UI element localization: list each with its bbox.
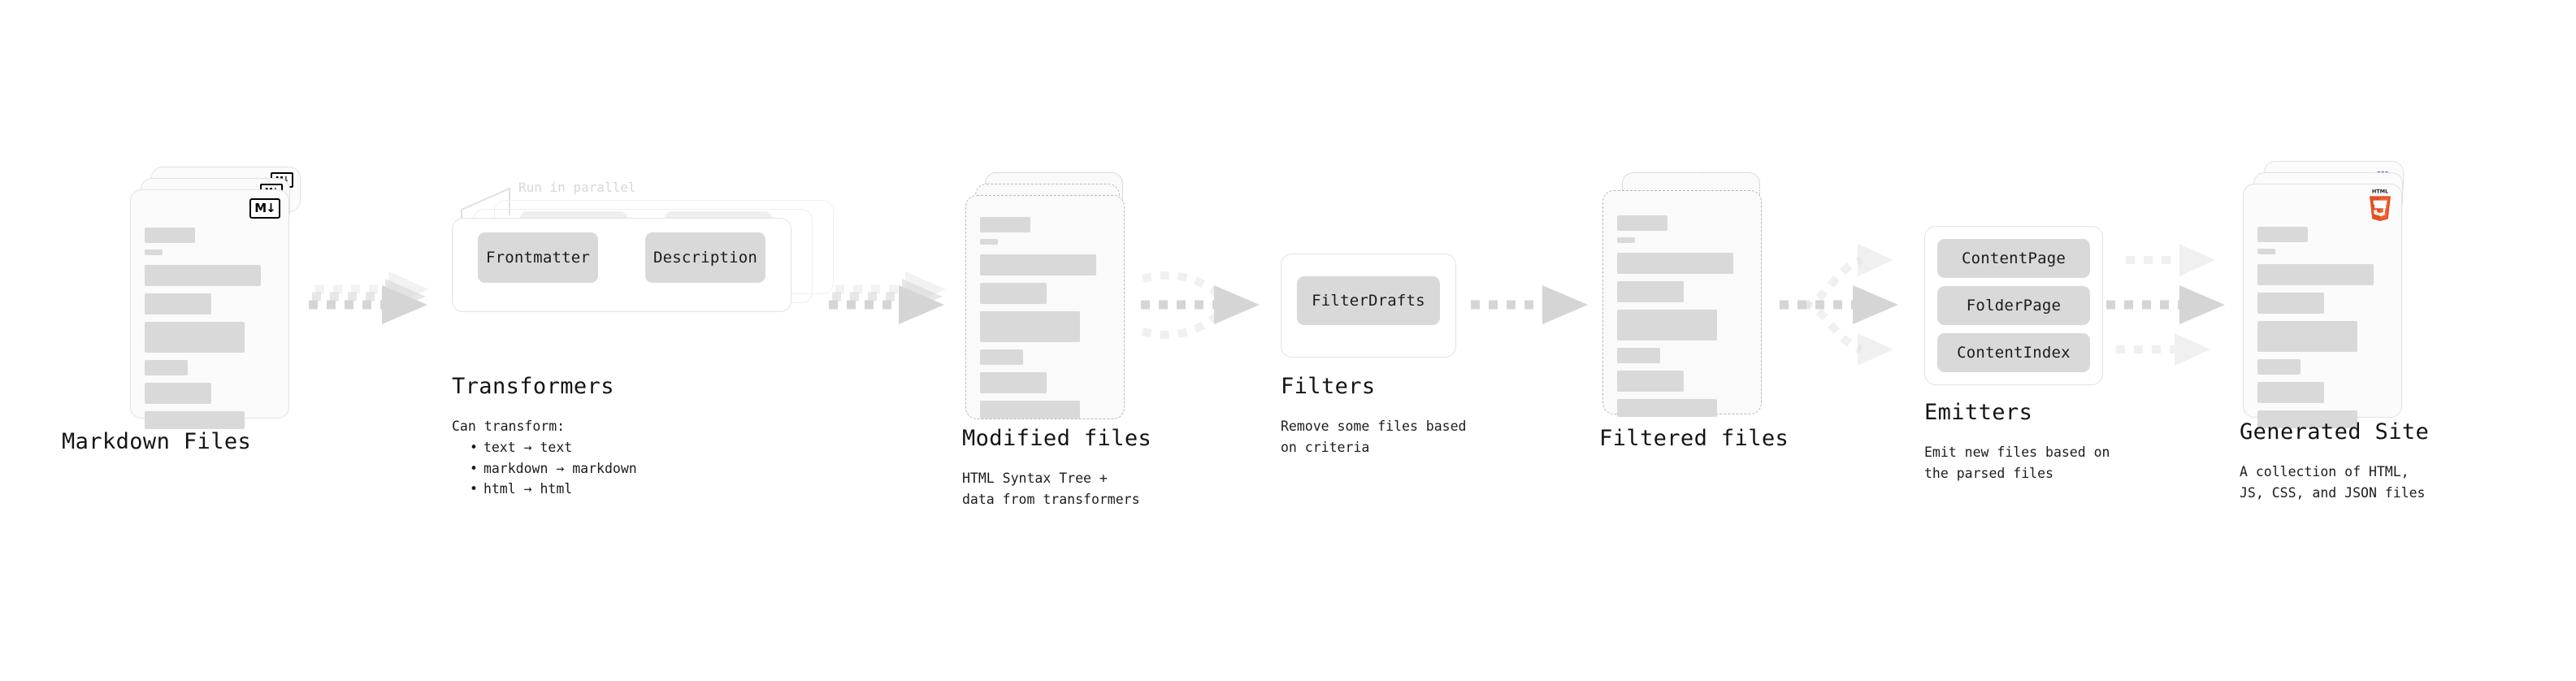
transformers-chip-frontmatter[interactable]: Frontmatter: [478, 232, 598, 283]
filtered-files-title: Filtered files: [1599, 426, 1789, 451]
transformers-subtitle: Can transform:: [452, 419, 566, 434]
transformers-capability-item: html → html: [470, 479, 637, 500]
arrow-transformers-to-modified: [829, 271, 946, 324]
filters-subtitle: Remove some files based on criteria: [1281, 419, 1467, 455]
generated-placeholder-lines: [2257, 227, 2391, 435]
filters-chip-filterdrafts[interactable]: FilterDrafts: [1297, 276, 1440, 325]
transformers-chip-description-label: Description: [653, 249, 758, 267]
generated-site-card: CSS HTML: [2243, 161, 2413, 428]
filters-chip-filterdrafts-label: FilterDrafts: [1312, 292, 1425, 310]
markdown-placeholder-lines: [145, 228, 278, 436]
arrow-modified-to-filters: [1141, 271, 1260, 339]
run-in-parallel-label: Run in parallel: [518, 180, 636, 195]
arrow-filters-to-filtered: [1471, 285, 1588, 324]
emitters-chip-folderpage-label: FolderPage: [1966, 297, 2062, 314]
transformers-chip-description[interactable]: Description: [645, 232, 765, 283]
emitters-chip-contentindex-label: ContentIndex: [1957, 344, 2071, 362]
transformers-capability-item: markdown → markdown: [470, 458, 637, 479]
generated-site-title: Generated Site: [2240, 419, 2430, 445]
html5-icon: HTML: [2369, 189, 2391, 221]
filtered-sheet-front: [1602, 190, 1762, 417]
emitters-title: Emitters: [1924, 400, 2033, 425]
arrow-filtered-to-emitters: [1780, 244, 1898, 366]
markdown-badge: M↓: [249, 198, 280, 219]
svg-text:HTML: HTML: [2372, 189, 2388, 195]
modified-placeholder-lines: [980, 217, 1113, 425]
modified-files-subtitle: HTML Syntax Tree + data from transformer…: [962, 471, 1140, 507]
filters-title: Filters: [1281, 374, 1376, 399]
transformers-capability-list: text → text markdown → markdown html → h…: [457, 437, 637, 500]
emitters-chip-contentpage[interactable]: ContentPage: [1937, 239, 2090, 278]
modified-files-title: Modified files: [962, 426, 1152, 451]
modified-sheet-front: [965, 195, 1125, 419]
markdown-sheet-front: M↓: [130, 189, 289, 429]
transformers-capability-item: text → text: [470, 437, 637, 458]
transformers-card: . . . . Frontmatter Description: [452, 200, 834, 315]
emitters-chip-contentpage-label: ContentPage: [1961, 249, 2066, 267]
markdown-files-title: Markdown Files: [62, 429, 252, 454]
generated-site-subtitle: A collection of HTML, JS, CSS, and JSON …: [2240, 464, 2426, 501]
transformers-chip-frontmatter-label: Frontmatter: [485, 249, 591, 267]
filtered-placeholder-lines: [1617, 215, 1750, 423]
modified-files-card: [965, 172, 1136, 424]
emitters-subtitle: Emit new files based on the parsed files: [1924, 445, 2110, 481]
markdown-files-card: M↓ M↓ M↓: [130, 167, 301, 429]
transformers-title: Transformers: [452, 374, 614, 399]
emitters-chip-folderpage[interactable]: FolderPage: [1937, 286, 2090, 325]
markdown-badge-wrap: M↓: [249, 198, 280, 219]
generated-sheet-front: HTML: [2243, 184, 2402, 428]
filtered-files-card: [1602, 172, 1773, 424]
arrow-emitters-to-site: [2106, 244, 2225, 366]
arrow-markdown-to-transformers: [309, 271, 429, 324]
html5-badge-wrap: HTML: [2366, 189, 2395, 223]
emitters-chip-contentindex[interactable]: ContentIndex: [1937, 333, 2090, 372]
